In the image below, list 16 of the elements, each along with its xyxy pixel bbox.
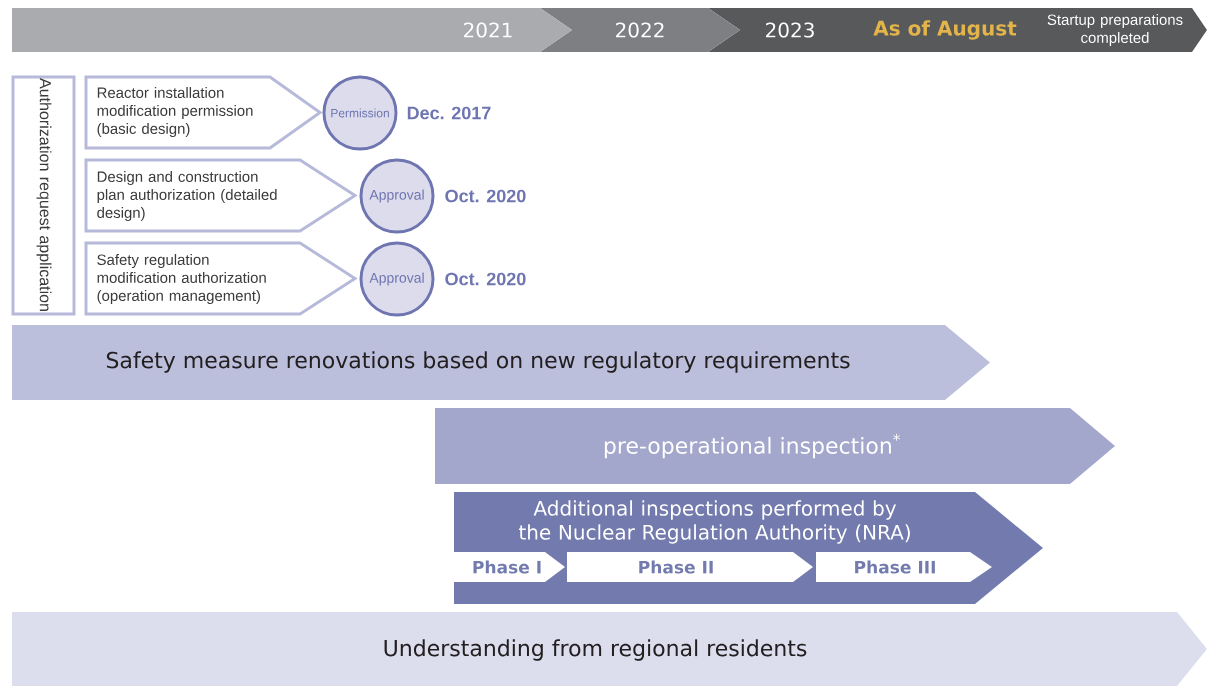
process-arrow-box: Safety regulation modification authorization (operation management) bbox=[84, 241, 358, 316]
timeline-segment: 2021 bbox=[12, 8, 572, 52]
date-label: Dec. 2017 bbox=[407, 106, 491, 120]
phase-label-box: Phase II bbox=[567, 552, 813, 582]
phase-band: Understanding from regional residents bbox=[12, 612, 1207, 686]
phase-label-box: Phase III bbox=[816, 552, 992, 582]
node-label: Phase I bbox=[473, 560, 541, 574]
timeline-segment: 2022 bbox=[540, 8, 740, 52]
process-arrow-box: Design and construction plan authorization (detailed design) bbox=[84, 158, 358, 233]
date-label: Oct. 2020 bbox=[445, 272, 526, 286]
phase-band: pre-operational inspection$^{*}$ bbox=[435, 408, 1115, 484]
process-arrow-box: Reactor installation modification permission (basic design) bbox=[84, 75, 323, 150]
application-box: Authorization request application bbox=[11, 75, 76, 316]
phase-band: Safety measure renovations based on new regulatory requirements bbox=[12, 325, 990, 400]
date-label: Oct. 2020 bbox=[445, 189, 526, 203]
timeline-segment: 2023 As of August Startup preparations completed bbox=[708, 8, 1207, 52]
